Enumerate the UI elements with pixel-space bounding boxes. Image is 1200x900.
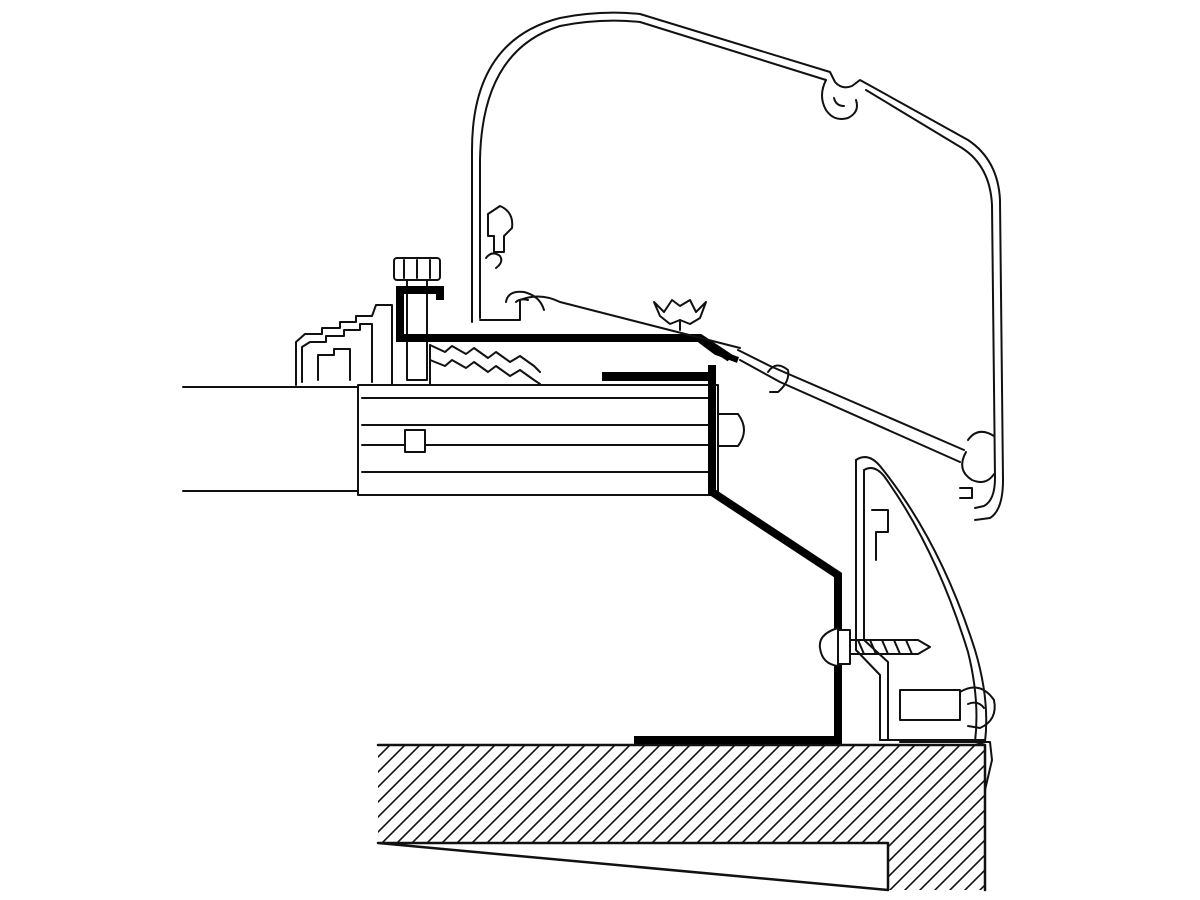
- hatch-line: [145, 700, 345, 900]
- hatch-line: [0, 700, 75, 900]
- hatch-line: [534, 745, 736, 890]
- hatch-line: [549, 745, 751, 890]
- hatch-line: [0, 700, 30, 900]
- hatch-line: [0, 700, 165, 900]
- hatch-line: [1015, 700, 1200, 900]
- hatch-line: [378, 745, 571, 890]
- hatch-line: [175, 700, 375, 900]
- hatch-line: [378, 745, 526, 890]
- hatch-line: [0, 700, 135, 900]
- hatch-line: [1090, 700, 1200, 900]
- hatch-line: [1150, 700, 1200, 900]
- roof-rail-block: [357, 384, 719, 496]
- hatch-line: [1180, 700, 1200, 900]
- hatch-line: [444, 745, 646, 890]
- hatch-line: [378, 745, 406, 890]
- hatch-line: [25, 700, 225, 900]
- mounting-adapter-bracket: [396, 286, 842, 744]
- hatch-line: [1105, 700, 1200, 900]
- hatch-line: [759, 745, 961, 890]
- hatch-line: [378, 745, 481, 890]
- hatch-line: [0, 700, 105, 900]
- hatch-line: [744, 745, 946, 890]
- hatch-line: [115, 700, 315, 900]
- hatch-line: [1135, 700, 1200, 900]
- hatch-line: [1030, 700, 1200, 900]
- hatch-line: [378, 745, 436, 890]
- hatch-line: [684, 745, 886, 890]
- hatch-line: [0, 700, 15, 900]
- hatch-line: [909, 745, 985, 890]
- hatch-line: [0, 700, 195, 900]
- hatch-line: [0, 700, 90, 900]
- hatch-line: [0, 700, 60, 900]
- hatch-line: [939, 745, 985, 890]
- hatch-line: [984, 745, 985, 890]
- hatch-line: [0, 700, 180, 900]
- hatch-line: [1195, 700, 1200, 900]
- hatch-line: [10, 700, 210, 900]
- hatch-line: [378, 745, 466, 890]
- hatch-line: [879, 745, 985, 890]
- awning-arm-profile: [855, 456, 996, 791]
- hatch-line: [429, 745, 631, 890]
- hatch-line: [378, 745, 496, 890]
- hatch-line: [1060, 700, 1200, 900]
- block-screw: [717, 413, 745, 447]
- hatch-line: [378, 745, 511, 890]
- hatch-line: [729, 745, 931, 890]
- arm-screw: [818, 627, 931, 667]
- bolt: [393, 257, 441, 381]
- hatch-line: [624, 745, 826, 890]
- hatch-line: [0, 700, 120, 900]
- hatch-line: [924, 745, 985, 890]
- hatch-line: [378, 745, 451, 890]
- hatch-line: [399, 745, 601, 890]
- hatch-line: [160, 700, 360, 900]
- hatch-line: [459, 745, 661, 890]
- hatch-line: [594, 745, 796, 890]
- hatch-line: [378, 745, 391, 890]
- hatch-line: [609, 745, 811, 890]
- vehicle-wall-hatched: [0, 700, 1200, 900]
- hatch-line: [55, 700, 255, 900]
- hatch-line: [0, 700, 150, 900]
- hatch-line: [100, 700, 300, 900]
- hatch-line: [789, 745, 985, 890]
- hatch-line: [1045, 700, 1200, 900]
- hatch-line: [474, 745, 676, 890]
- hatch-line: [0, 700, 45, 900]
- hatch-line: [699, 745, 901, 890]
- hatch-line: [70, 700, 270, 900]
- hatch-line: [864, 745, 985, 890]
- hatch-line: [1120, 700, 1200, 900]
- hatch-line: [378, 745, 421, 890]
- hatch-line: [378, 745, 541, 890]
- hatch-line: [1165, 700, 1200, 900]
- hatch-line: [130, 700, 330, 900]
- awning-cassette-profile: [471, 11, 1004, 521]
- hatch-line: [819, 745, 985, 890]
- hatch-line: [774, 745, 976, 890]
- hatch-line: [384, 745, 586, 890]
- hatch-line: [1000, 700, 1200, 900]
- hatch-line: [40, 700, 240, 900]
- hatch-line: [1075, 700, 1200, 900]
- vehicle-roof: [182, 386, 359, 492]
- hatch-line: [654, 745, 856, 890]
- roof-rail-profile: [295, 304, 541, 386]
- hatch-line: [834, 745, 985, 890]
- hatch-line: [714, 745, 916, 890]
- hatch-line: [414, 745, 616, 890]
- hatch-line: [378, 745, 556, 890]
- hatch-line: [969, 745, 985, 890]
- hatch-line: [519, 745, 721, 890]
- hatch-line: [894, 745, 985, 890]
- hatch-line: [85, 700, 285, 900]
